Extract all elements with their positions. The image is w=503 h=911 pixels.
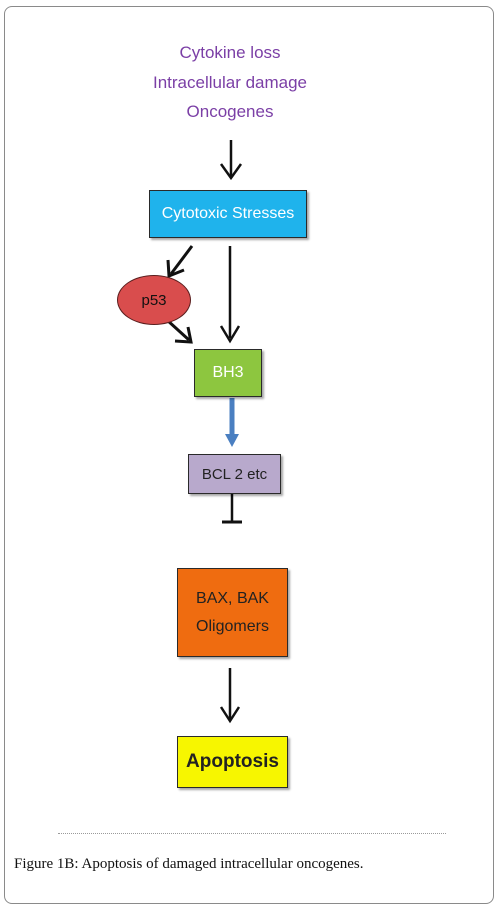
stimulus-oncogenes: Oncogenes xyxy=(186,102,274,121)
arrow-bh3-to-bcl2 xyxy=(225,398,239,447)
stimulus-intracellular-damage: Intracellular damage xyxy=(152,73,308,92)
node-p53: p53 xyxy=(117,275,191,325)
node-bax-bak-oligomers: BAX, BAK Oligomers xyxy=(177,568,288,657)
caption-text: Apoptosis of damaged intracellular oncog… xyxy=(78,856,364,872)
node-bh3-label: BH3 xyxy=(212,364,244,381)
node-baxbak-line1: BAX, BAK xyxy=(196,589,269,607)
inhibition-bcl2-to-baxbak xyxy=(222,494,242,524)
node-apoptosis-label: Apoptosis xyxy=(186,751,279,772)
node-p53-label: p53 xyxy=(141,291,167,309)
arrow-cytotoxic-to-p53 xyxy=(166,245,194,279)
node-cytotoxic-stresses: Cytotoxic Stresses xyxy=(149,190,307,238)
stimulus-cytokine-loss: Cytokine loss xyxy=(179,43,281,62)
figure-caption: Figure 1B: Apoptosis of damaged intracel… xyxy=(14,856,364,873)
node-cytotoxic-label: Cytotoxic Stresses xyxy=(161,205,295,222)
caption-divider xyxy=(58,833,446,834)
arrow-baxbak-to-apoptosis xyxy=(219,668,241,724)
arrow-p53-to-bh3 xyxy=(165,318,193,344)
caption-prefix: Figure 1B: xyxy=(14,856,79,872)
node-apoptosis: Apoptosis xyxy=(177,736,288,788)
arrow-cytotoxic-to-bh3 xyxy=(219,246,241,344)
arrow-stimuli-to-cytotoxic xyxy=(219,140,243,181)
node-bcl2: BCL 2 etc xyxy=(188,454,281,494)
node-bh3: BH3 xyxy=(194,349,262,397)
node-bcl2-label: BCL 2 etc xyxy=(201,465,268,483)
figure-frame xyxy=(4,6,494,904)
node-baxbak-line2: Oligomers xyxy=(196,617,269,635)
